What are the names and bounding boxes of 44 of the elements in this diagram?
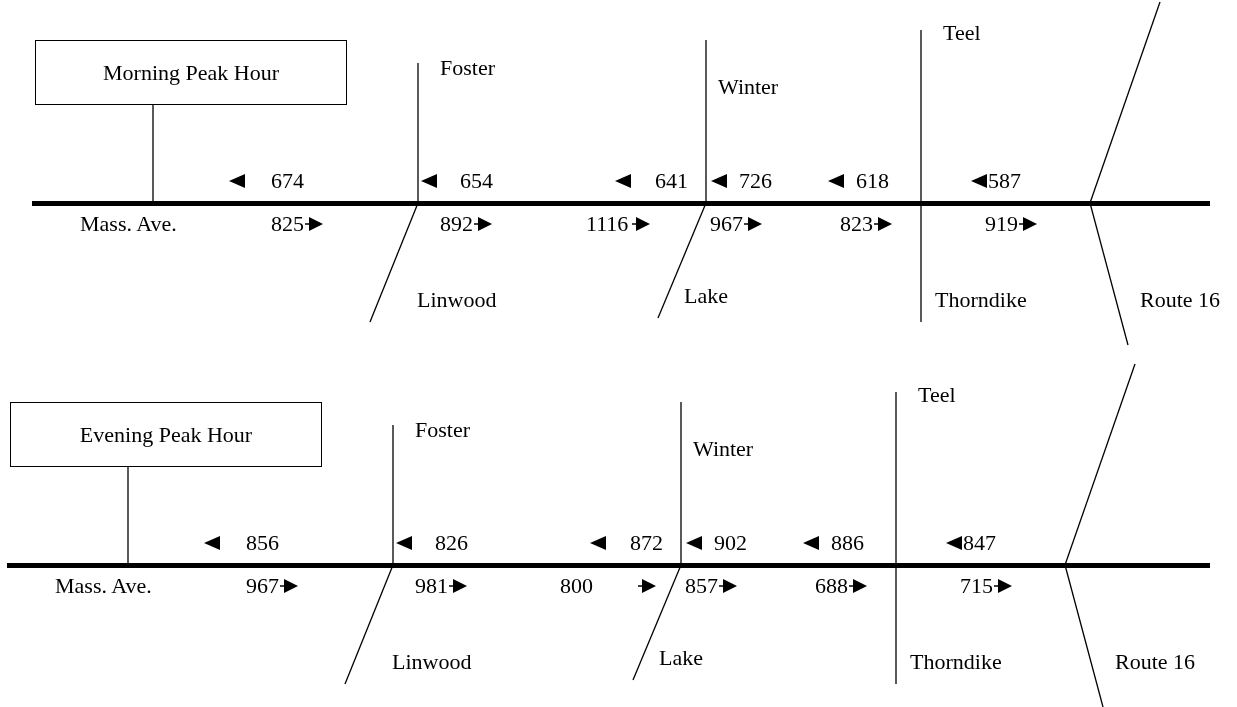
street-name: Linwood	[392, 649, 472, 675]
traffic-volume: 872	[630, 530, 663, 556]
traffic-volume: 886	[831, 530, 864, 556]
traffic-volume: 981	[415, 573, 448, 599]
traffic-volume: 587	[988, 168, 1021, 194]
street-name: Foster	[440, 55, 495, 81]
street-name: Lake	[659, 645, 703, 671]
street-name: Linwood	[417, 287, 497, 313]
street-name: Teel	[943, 20, 981, 46]
street-name: Mass. Ave.	[80, 211, 177, 237]
traffic-volume: 847	[963, 530, 996, 556]
traffic-volume: 892	[440, 211, 473, 237]
traffic-volume: 967	[246, 573, 279, 599]
title-box: Morning Peak Hour	[35, 40, 347, 105]
traffic-volume: 823	[840, 211, 873, 237]
street-name: Lake	[684, 283, 728, 309]
street-name: Mass. Ave.	[55, 573, 152, 599]
leader-line	[127, 466, 129, 564]
leader-line	[152, 104, 154, 202]
traffic-volume: 800	[560, 573, 593, 599]
street-name: Route 16	[1115, 649, 1196, 675]
title-box: Evening Peak Hour	[10, 402, 322, 467]
street-name: Route 16	[1140, 287, 1221, 313]
traffic-volume: 856	[246, 530, 279, 556]
traffic-volume: 618	[856, 168, 889, 194]
traffic-volume: 715	[960, 573, 993, 599]
traffic-volume: 857	[685, 573, 718, 599]
traffic-volume: 826	[435, 530, 468, 556]
traffic-volume: 919	[985, 211, 1018, 237]
street-name: Thorndike	[910, 649, 1002, 675]
traffic-volume: 1116	[586, 211, 629, 237]
street-name: Teel	[918, 382, 956, 408]
traffic-volume: 674	[271, 168, 304, 194]
street-name: Winter	[718, 74, 779, 100]
traffic-volume: 688	[815, 573, 848, 599]
traffic-volume: 825	[271, 211, 304, 237]
traffic-volume: 641	[655, 168, 688, 194]
traffic-volume: 654	[460, 168, 493, 194]
traffic-volume: 902	[714, 530, 747, 556]
street-name: Foster	[415, 417, 470, 443]
street-name: Thorndike	[935, 287, 1027, 313]
street-name: Winter	[693, 436, 754, 462]
traffic-volume: 726	[739, 168, 772, 194]
traffic-volume: 967	[710, 211, 743, 237]
